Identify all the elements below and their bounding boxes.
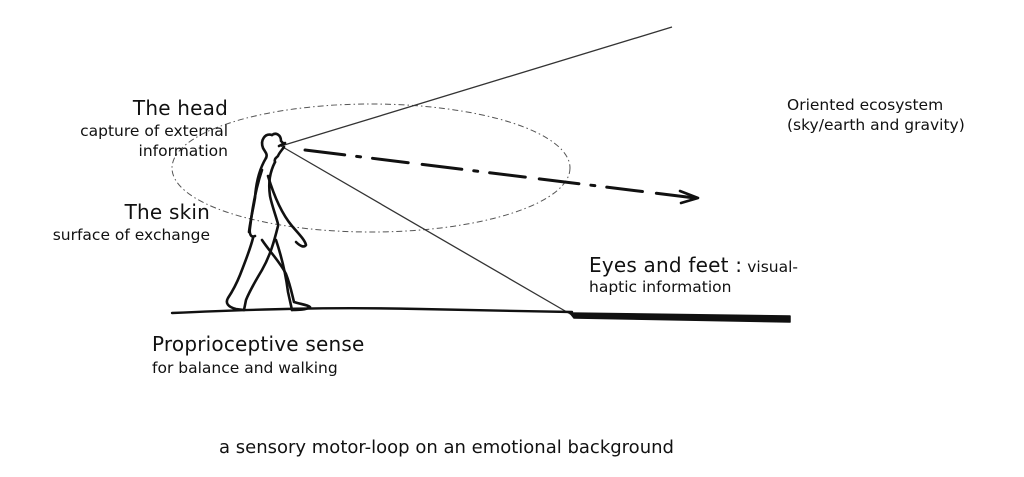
skin-title: The skin (124, 200, 210, 224)
ecosystem-line-1: Oriented ecosystem (787, 96, 944, 114)
arrow-head-icon (678, 189, 700, 205)
skin-description: surface of exchange (52, 226, 210, 244)
head-title: The head (132, 96, 228, 120)
ground-sightline (280, 145, 573, 316)
ecosystem-line-2: (sky/earth and gravity) (787, 116, 965, 134)
haptic-ground-segment (569, 312, 791, 323)
walking-person-icon (225, 132, 312, 312)
eyes-feet-title-suffix: visual- (747, 258, 799, 276)
head-description-line-1: capture of external (80, 122, 228, 140)
perception-ellipse (171, 103, 571, 233)
gaze-arrow-line (303, 148, 697, 200)
skin-label: The skin surface of exchange (53, 200, 210, 244)
eyes-feet-line-2: haptic information (589, 278, 732, 296)
head-label: The head capture of external information (80, 96, 228, 160)
proprioceptive-title: Proprioceptive sense (152, 332, 365, 356)
proprioceptive-description: for balance and walking (152, 359, 338, 377)
sky-sightline (280, 26, 673, 147)
diagram-caption: a sensory motor-loop on an emotional bac… (219, 437, 674, 458)
proprioceptive-label: Proprioceptive sense for balance and wal… (152, 332, 364, 377)
eyes-feet-label: Eyes and feet : visual- haptic informati… (589, 253, 798, 296)
ecosystem-label: Oriented ecosystem (sky/earth and gravit… (787, 96, 965, 134)
eyes-feet-title: Eyes and feet : (589, 253, 743, 277)
head-description-line-2: information (138, 142, 228, 160)
